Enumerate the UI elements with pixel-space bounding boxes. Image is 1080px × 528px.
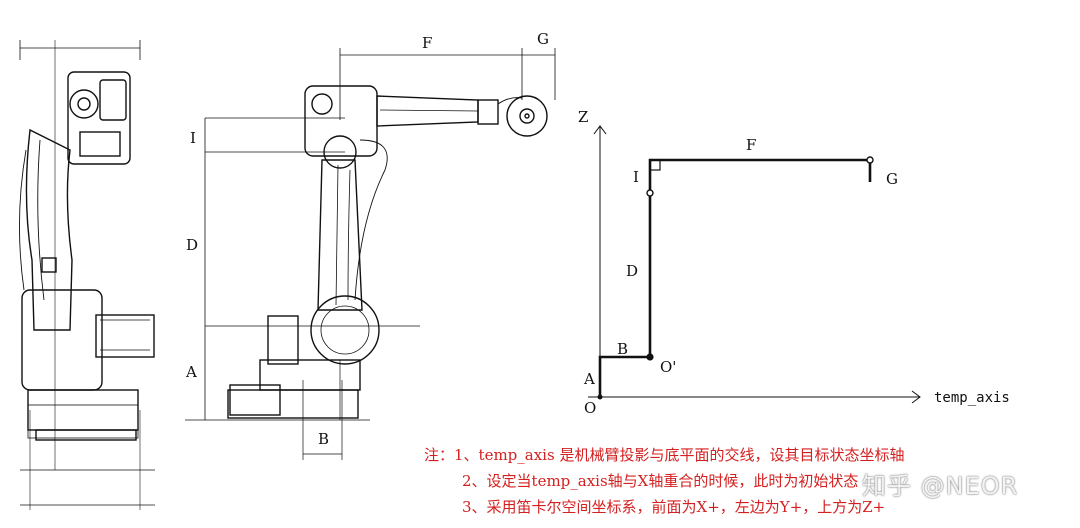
segment-b-label: B	[617, 340, 628, 358]
note-line-1: 注：1、temp_axis 是机械臂投影与底平面的交线，设其目标状态坐标轴	[424, 446, 905, 464]
segment-d-label: D	[626, 262, 638, 280]
segment-a-label: A	[583, 370, 595, 388]
robot-front-view	[19, 40, 155, 510]
axis-temp-label: temp_axis	[934, 390, 1010, 406]
notes-block: 注：1、temp_axis 是机械臂投影与底平面的交线，设其目标状态坐标轴 2、…	[424, 442, 1074, 520]
dim-label-d: D	[186, 236, 198, 254]
axis-z-label: Z	[578, 108, 588, 126]
dim-label-g: G	[537, 30, 549, 48]
note-line-3: 3、采用笛卡尔空间坐标系，前面为X+，左边为Y+，上方为Z+	[462, 498, 886, 516]
segment-f-label: F	[746, 136, 756, 154]
origin-label: O	[584, 399, 596, 417]
dim-label-f: F	[422, 34, 432, 52]
robot-side-view	[185, 48, 556, 460]
o-prime-label: O'	[660, 358, 676, 376]
segment-i-label: I	[633, 168, 639, 186]
segment-g-label: G	[886, 170, 898, 188]
dim-label-a: A	[185, 363, 197, 381]
dim-label-b: B	[318, 430, 329, 448]
note-line-2: 2、设定当temp_axis轴与X轴重合的时候，此时为初始状态	[462, 472, 859, 490]
dim-label-i: I	[190, 129, 196, 147]
axis-schematic	[588, 125, 921, 404]
watermark: 知乎 @NEOR	[862, 472, 1019, 500]
